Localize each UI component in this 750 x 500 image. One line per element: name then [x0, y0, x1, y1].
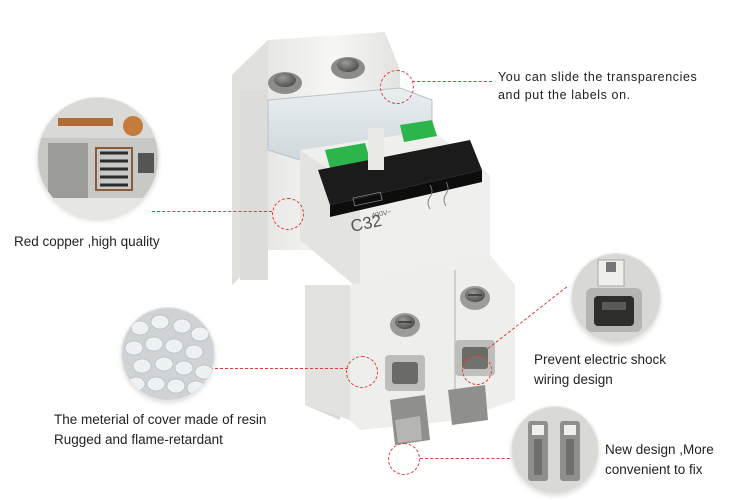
copper-callout: Red copper ,high quality [14, 232, 160, 252]
resin-callout: The meterial of cover made of resin Rugg… [54, 410, 266, 449]
transparency-leader-line [412, 81, 492, 82]
fix-callout-line2: convenient to fix [605, 461, 703, 477]
voltage-label: 400V~ [371, 209, 392, 220]
copper-callout-line1: Red copper ,high quality [14, 234, 160, 249]
fix-callout: New design ,More convenient to fix [605, 440, 714, 479]
shock-callout: Prevent electric shock wiring design [534, 350, 666, 389]
copper-leader-line [152, 211, 272, 212]
fix-leader-line [420, 458, 520, 459]
transparency-callout: You can slide the transparencies and put… [498, 68, 697, 104]
fix-callout-line1: New design ,More [605, 442, 714, 457]
shock-proof-terminal-photo [572, 254, 660, 342]
din-rail-clip-photo [512, 407, 598, 493]
resin-leader-line [200, 368, 348, 369]
resin-callout-line1: The meterial of cover made of resin [54, 412, 267, 427]
copper-highlight-ring [272, 198, 304, 230]
shock-callout-line2: wiring design [534, 371, 613, 387]
shock-highlight-ring [462, 355, 492, 385]
resin-highlight-ring [346, 356, 378, 388]
transparency-highlight-ring [380, 70, 414, 104]
resin-callout-line2: Rugged and flame-retardant [54, 431, 223, 447]
transparency-callout-line1: You can slide the transparencies [498, 70, 698, 84]
fix-highlight-ring [388, 443, 420, 475]
resin-pellets-photo [122, 308, 214, 400]
shock-callout-line1: Prevent electric shock [534, 352, 667, 367]
transparency-callout-line2: and put the labels on. [498, 88, 631, 103]
copper-internals-photo [38, 98, 158, 218]
